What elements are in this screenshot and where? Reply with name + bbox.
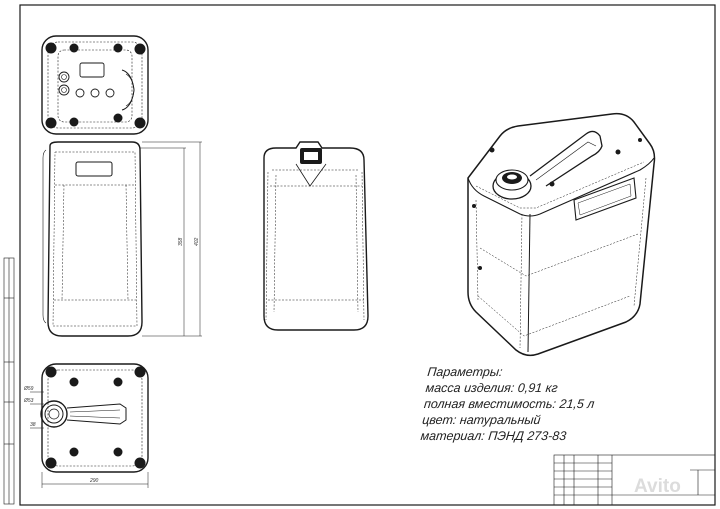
parameter-capacity: полная вместимость: 21,5 л bbox=[423, 397, 596, 411]
parameter-material: материал: ПЭНД 273-83 bbox=[419, 429, 567, 443]
dim-diameter-59: Ø59 bbox=[23, 386, 34, 392]
parameters-heading: Параметры: bbox=[426, 365, 504, 379]
height-inner-dimension: 358 bbox=[178, 237, 184, 246]
parameters-block: Параметры: масса изделия: 0,91 кг полная… bbox=[420, 364, 668, 444]
sheet-frame bbox=[19, 4, 716, 506]
parameter-color: цвет: натуральный bbox=[421, 413, 542, 427]
front-view: 358 402 bbox=[42, 141, 202, 337]
side-view bbox=[263, 141, 369, 331]
watermark: Avito bbox=[634, 476, 681, 497]
top-view bbox=[41, 35, 149, 135]
width-bottom-dimension: 290 bbox=[89, 478, 99, 484]
height-total-dimension: 402 bbox=[194, 237, 200, 246]
parameter-mass: масса изделия: 0,91 кг bbox=[424, 381, 559, 395]
isometric-view bbox=[467, 112, 656, 357]
dim-diameter-53: Ø53 bbox=[23, 398, 34, 404]
title-block bbox=[553, 454, 716, 506]
bottom-view: Ø59 Ø53 38 290 bbox=[23, 363, 149, 488]
dim-38: 38 bbox=[30, 422, 36, 428]
left-margin-strip bbox=[3, 257, 15, 505]
